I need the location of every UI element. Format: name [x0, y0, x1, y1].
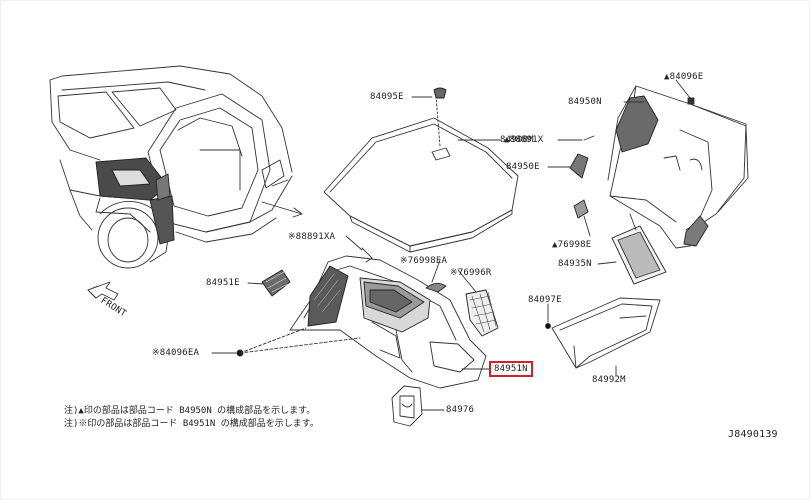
part-label-84992M[interactable]: 84992M	[592, 375, 626, 385]
part-84950E-drawing	[569, 153, 589, 179]
grille-76996R	[465, 289, 499, 337]
part-84976-drawing	[391, 385, 423, 427]
part-84951E-drawing	[261, 269, 291, 297]
part-76998E-drawing	[573, 199, 589, 219]
part-label-84096E[interactable]: ▲84096E	[664, 72, 704, 82]
part-label-84950E[interactable]: 84950E	[506, 162, 540, 172]
side-trim-assembly	[289, 247, 487, 389]
right-trim-assembly	[607, 85, 749, 249]
part-label-84908M[interactable]: 84908M	[500, 135, 534, 145]
part-label-84097E[interactable]: 84097E	[528, 295, 562, 305]
part-label-88891XA[interactable]: ※88891XA	[288, 232, 336, 242]
part-label-84095E[interactable]: 84095E	[370, 92, 404, 102]
trunk-floor-board	[323, 87, 519, 253]
part-label-84096EA[interactable]: ※84096EA	[152, 348, 200, 358]
part-label-76998EA[interactable]: ※76998EA	[400, 256, 448, 266]
part-label-88891X[interactable]: ▲88891X	[504, 135, 544, 145]
part-label-84950N[interactable]: 84950N	[568, 97, 602, 107]
note-line-1: 注)▲印の部品は部品コード B4950N の構成部品を示します。	[64, 406, 316, 416]
vehicle-rear-view	[49, 65, 293, 269]
note-line-2: 注)※印の部品は部品コード B4951N の構成部品を示します。	[64, 419, 319, 429]
pointer-arrow	[261, 201, 303, 215]
part-label-76996R[interactable]: ※76996R	[450, 268, 492, 278]
part-label-84951E[interactable]: 84951E	[206, 278, 240, 288]
part-label-76998E[interactable]: ▲76998E	[552, 240, 592, 250]
front-direction-arrow	[87, 281, 119, 301]
part-84935N-drawing	[611, 225, 667, 285]
pointer-arrow-head	[292, 207, 303, 218]
part-label-84976[interactable]: 84976	[446, 405, 475, 415]
diagram-id: J8490139	[728, 429, 778, 440]
clip-88891X	[583, 135, 595, 141]
part-84992M-drawing	[551, 297, 661, 369]
part-label-84951N-highlighted[interactable]: 84951N	[489, 361, 533, 377]
part-label-84935N[interactable]: 84935N	[558, 259, 592, 269]
